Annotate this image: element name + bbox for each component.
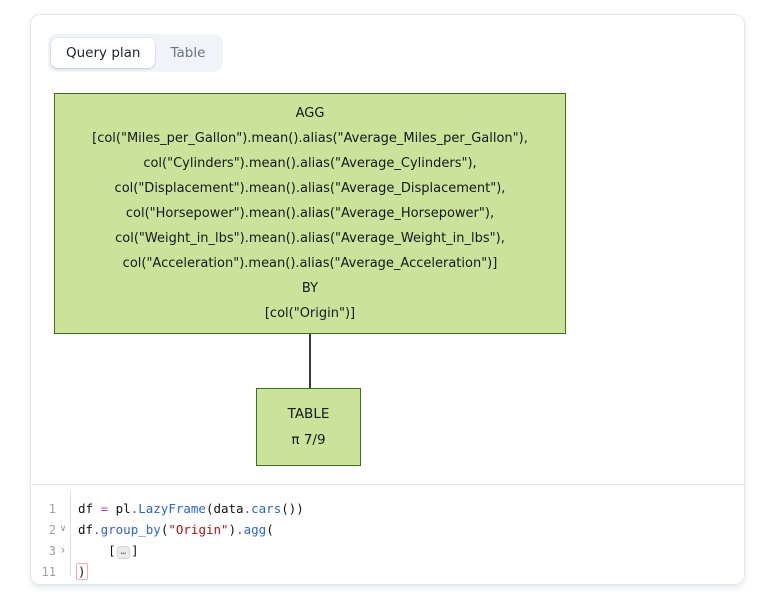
node-text-line: TABLE xyxy=(287,406,330,422)
output-card: Query plan Table AGG [col("Miles_per_Gall… xyxy=(30,14,745,585)
code-token: ( xyxy=(266,522,274,537)
code-line[interactable]: 3 › […] xyxy=(31,540,744,561)
node-text-line: AGG xyxy=(295,106,325,121)
code-line[interactable]: 2∨df.group_by("Origin").agg( xyxy=(31,519,744,540)
code-token: df xyxy=(78,522,94,537)
tab-bar: Query plan Table xyxy=(48,34,224,72)
gutter-separator xyxy=(70,491,71,576)
query-plan-diagram: AGG [col("Miles_per_Gallon").mean().alias… xyxy=(31,15,744,484)
agg-node: AGG [col("Miles_per_Gallon").mean().alias… xyxy=(54,93,566,334)
editor-divider xyxy=(31,484,744,485)
code-token: . xyxy=(236,522,244,537)
code-token: df xyxy=(78,501,101,516)
line-number: 11 xyxy=(41,564,56,579)
fold-closed-icon[interactable]: › xyxy=(60,543,66,557)
node-text-line: col("Horsepower").mean().alias("Average_… xyxy=(125,206,495,221)
code-token: . xyxy=(93,522,101,537)
node-text-line: [col("Origin")] xyxy=(264,306,356,321)
code-token: "Origin" xyxy=(168,522,229,537)
code-token: = xyxy=(100,501,109,516)
line-number: 1 xyxy=(48,501,56,516)
line-number: 2 xyxy=(48,522,56,537)
code-token: cars xyxy=(251,501,282,516)
code-token: . xyxy=(130,501,139,516)
table-node: TABLE π 7/9 xyxy=(256,388,361,466)
code-token: (data xyxy=(205,501,244,516)
code-token: ) xyxy=(228,522,237,537)
collapsed-code-chip[interactable]: … xyxy=(116,545,131,559)
code-token: ( xyxy=(160,522,169,537)
code-token: ()) xyxy=(281,501,304,516)
code-token: ] xyxy=(131,542,139,558)
node-text-line: col("Displacement").mean().alias("Averag… xyxy=(114,181,506,196)
node-text-line: BY xyxy=(301,281,319,296)
edge-connector xyxy=(309,334,311,388)
code-token: pl xyxy=(108,501,131,516)
node-text-line: [col("Miles_per_Gallon").mean().alias("A… xyxy=(92,131,528,146)
code-text[interactable]: […] xyxy=(70,543,139,559)
node-text-line: col("Cylinders").mean().alias("Average_C… xyxy=(143,156,477,171)
matching-bracket: ) xyxy=(76,563,88,580)
code-line[interactable]: 11) xyxy=(31,561,744,582)
line-number: 3 xyxy=(48,543,56,558)
code-text[interactable]: df.group_by("Origin").agg( xyxy=(70,522,274,537)
code-token: group_by xyxy=(100,522,161,537)
code-token: . xyxy=(243,501,252,516)
tab-table[interactable]: Table xyxy=(155,38,220,68)
node-text-line: col("Weight_in_lbs").mean().alias("Avera… xyxy=(115,231,505,246)
fold-open-icon[interactable]: ∨ xyxy=(59,524,67,534)
code-token: LazyFrame xyxy=(138,501,206,516)
code-token: [ xyxy=(78,542,116,558)
node-text-line: col("Acceleration").mean().alias("Averag… xyxy=(122,256,498,271)
tab-query-plan[interactable]: Query plan xyxy=(51,37,156,69)
code-text[interactable]: df = pl.LazyFrame(data.cars()) xyxy=(70,501,304,516)
code-text[interactable]: ) xyxy=(70,563,88,580)
code-token: agg xyxy=(243,522,267,537)
node-text-line: π 7/9 xyxy=(291,432,326,448)
